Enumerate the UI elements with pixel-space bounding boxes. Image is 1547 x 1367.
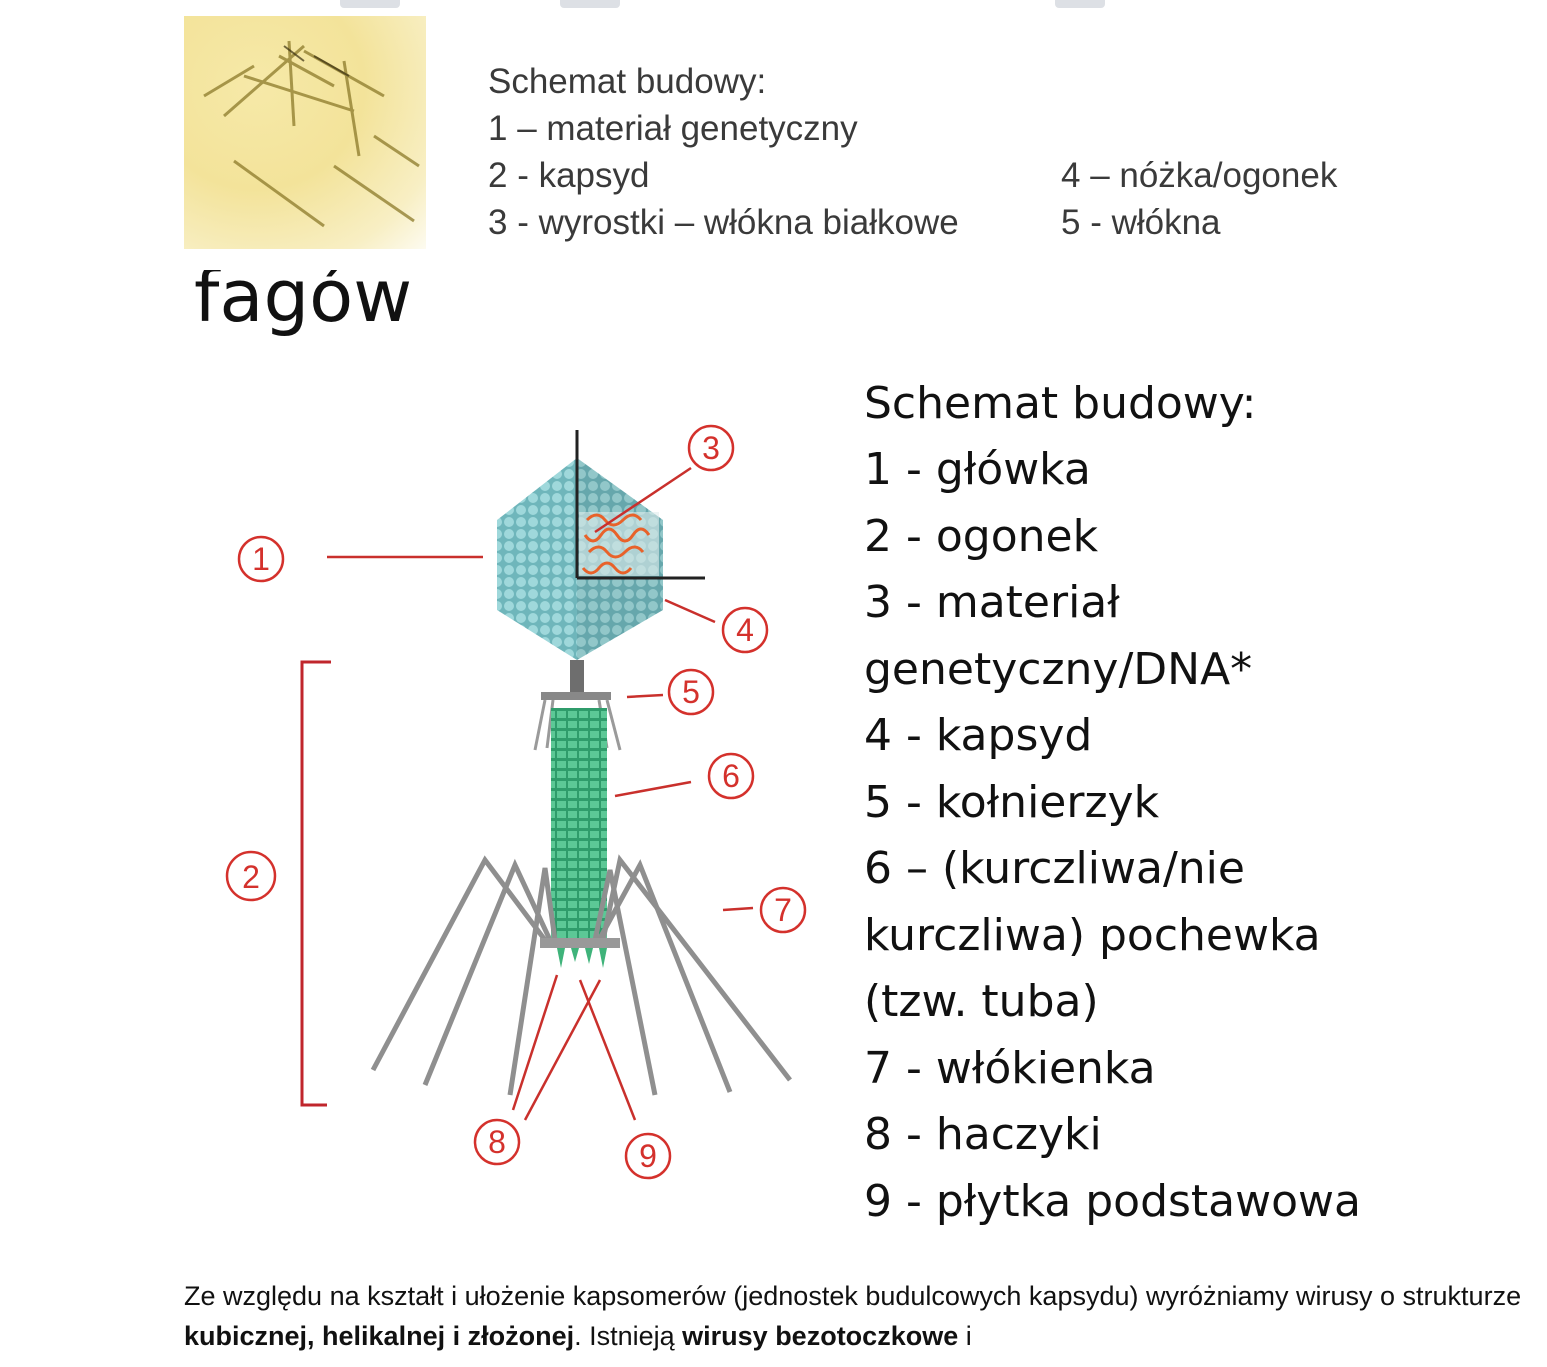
main-legend-line: 6 – (kurczliwa/nie — [864, 843, 1245, 894]
top-legend-item-5: 5 - włókna — [1061, 203, 1221, 242]
tail-sheath — [551, 708, 607, 940]
callout-1 — [237, 535, 285, 583]
paragraph-text: . Istnieją — [574, 1321, 683, 1351]
body-paragraph: Ze względu na kształt i ułożenie kapsome… — [184, 1276, 1524, 1356]
callout-2-label: 2 — [242, 859, 260, 895]
callout-6 — [707, 752, 755, 800]
callout-5-label: 5 — [682, 674, 700, 710]
callout-lines — [327, 466, 754, 1121]
top-legend-item-3: 3 - wyrostki – włókna białkowe — [488, 203, 959, 242]
cropped-heading: fagów — [186, 270, 446, 344]
cutaway-axes — [575, 430, 705, 580]
main-legend-line: kurczliwa) pochewka — [864, 910, 1321, 961]
micrograph-rods — [203, 40, 420, 228]
main-legend-line: 2 - ogonek — [864, 511, 1099, 562]
main-legend-line: 3 - materiał — [864, 577, 1120, 628]
callout-circles: 1 2 3 4 5 6 7 8 9 — [225, 424, 807, 1180]
paragraph-bold-structures: kubicznej, helikalnej i złożonej — [184, 1321, 575, 1351]
paragraph-text: Ze względu na kształt i ułożenie kapsome… — [184, 1281, 1522, 1311]
callout-8-label: 8 — [488, 1124, 506, 1160]
virus-micrograph-image — [184, 16, 426, 249]
top-legend-item-2: 2 - kapsyd — [488, 156, 650, 195]
previous-page-edge — [0, 0, 1547, 12]
main-legend-title: Schemat budowy: — [864, 378, 1257, 429]
base-plate — [540, 938, 620, 948]
callout-4 — [721, 606, 769, 654]
main-legend-line: 5 - kołnierzyk — [864, 777, 1160, 828]
bacteriophage-illustration — [300, 430, 792, 1121]
callout-7 — [759, 886, 807, 934]
paragraph-text: i — [958, 1321, 972, 1351]
tail-pins — [557, 948, 607, 968]
dna-strand — [581, 513, 651, 575]
main-legend-line: 4 - kapsyd — [864, 710, 1093, 761]
top-legend-item-1: 1 – materiał genetyczny — [488, 109, 858, 148]
main-legend-line: genetyczny/DNA* — [864, 644, 1253, 695]
callout-1-label: 1 — [252, 541, 270, 577]
callout-9-label: 9 — [639, 1138, 657, 1174]
callout-7-label: 7 — [774, 892, 792, 928]
callout-5 — [667, 668, 715, 716]
cropped-heading-text: fagów — [194, 270, 413, 338]
top-legend-title: Schemat budowy: — [488, 62, 767, 101]
tail-fibers — [370, 854, 792, 1096]
bacteriophage-diagram: 1 2 3 4 5 6 7 8 9 — [215, 420, 825, 1190]
callout-2 — [225, 850, 277, 902]
main-legend-line: 8 - haczyki — [864, 1109, 1102, 1160]
main-legend-line: 7 - włókienka — [864, 1043, 1156, 1094]
callout-3-label: 3 — [702, 430, 720, 466]
callout-3 — [687, 424, 735, 472]
main-legend-line: 1 - główka — [864, 444, 1091, 495]
callout-6-label: 6 — [722, 758, 740, 794]
collar — [533, 660, 622, 751]
callout-4-label: 4 — [736, 612, 754, 648]
top-legend-item-4: 4 – nóżka/ogonek — [1061, 156, 1338, 195]
callout-8 — [473, 1118, 521, 1166]
main-legend-line: (tzw. tuba) — [864, 976, 1099, 1027]
tail-bracket — [300, 660, 331, 1107]
paragraph-bold-nonenveloped: wirusy bezotoczkowe — [682, 1321, 959, 1351]
main-legend-line: 9 - płytka podstawowa — [864, 1176, 1361, 1227]
callout-9 — [624, 1132, 672, 1180]
